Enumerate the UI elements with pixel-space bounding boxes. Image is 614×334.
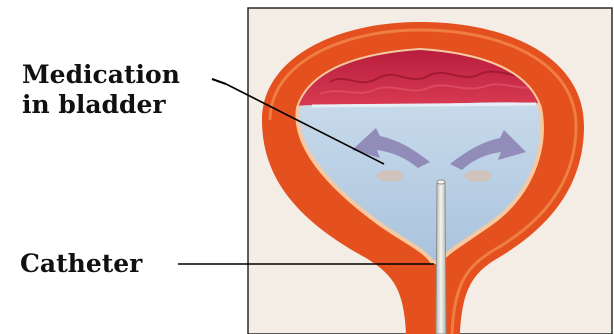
catheter (436, 182, 446, 334)
catheter-label: Catheter (20, 249, 142, 279)
fluid-surface (312, 104, 536, 106)
medication-spot (376, 170, 404, 182)
catheter-tip (437, 180, 445, 184)
medication-label-line2: in bladder (22, 90, 180, 120)
medication-leader-line-short (212, 79, 226, 84)
medication-spot (464, 170, 492, 182)
medication-label-line1: Medication (22, 60, 180, 90)
medication-label: Medication in bladder (22, 60, 180, 120)
